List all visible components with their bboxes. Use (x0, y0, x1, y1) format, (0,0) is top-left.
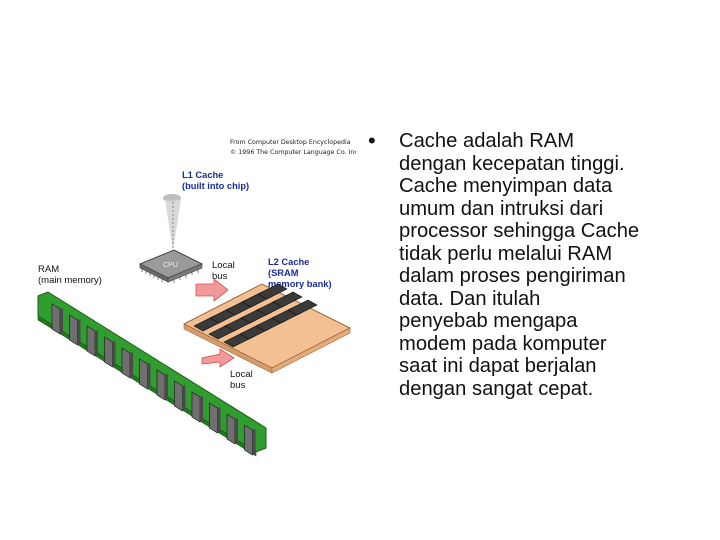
sram-chip-icon (272, 291, 303, 308)
local-bus-bottom-sublabel: bus (230, 380, 246, 391)
sram-chip-icon (287, 299, 318, 316)
ram-chip-icon (69, 314, 78, 346)
local-bus-arrow-bottom-icon (201, 348, 235, 368)
ram-chip-icon (244, 424, 253, 456)
ram-chip-icon (121, 347, 131, 379)
sram-chip-icon (257, 283, 288, 300)
credit-line-2: © 1996 The Computer Language Co. Inc. (230, 148, 356, 156)
l2-cache-label: L2 Cache (268, 257, 309, 267)
ram-chip-icon (104, 336, 113, 368)
ram-chip-side-icon (77, 319, 81, 345)
ram-chip-icon (191, 391, 201, 423)
ram-module (37, 291, 267, 457)
local-bus-arrow-top-icon (195, 278, 229, 302)
l2-sram-board (182, 283, 352, 374)
ram-label: RAM (38, 264, 59, 275)
ram-chip-side-icon (112, 341, 116, 367)
ram-chip-icon (139, 358, 148, 390)
ram-chip-side-icon (165, 374, 168, 400)
l1-beam-icon (163, 194, 181, 250)
l1-cache-label: L1 Cache (182, 170, 223, 180)
ram-chip-side-icon (130, 352, 133, 378)
l2-cache-sublabel-2: memory bank) (268, 279, 332, 289)
local-bus-bottom-label: Local (230, 369, 253, 380)
cpu-label: CPU (163, 262, 178, 269)
l2-cache-sublabel: (SRAM (268, 268, 299, 278)
l1-cache-sublabel: (built into chip) (182, 181, 249, 191)
ram-chip-side-icon (200, 396, 203, 422)
ram-chip-side-icon (147, 363, 151, 389)
ram-chip-icon (209, 402, 218, 434)
ram-chip-side-icon (235, 418, 238, 444)
ram-chip-icon (226, 413, 236, 445)
ram-chip-icon (174, 380, 183, 412)
ram-chip-side-icon (95, 330, 98, 356)
local-bus-top-label: Local (212, 260, 235, 271)
cache-diagram: From Computer Desktop Encyclopedia © 199… (34, 132, 356, 460)
cache-diagram-svg: From Computer Desktop Encyclopedia © 199… (34, 139, 356, 460)
bullet-point: • Cache adalah RAM dengan kecepatan ting… (368, 128, 708, 401)
ram-sublabel: (main memory) (38, 275, 102, 286)
cpu-chip-icon: CPU (138, 249, 204, 283)
bullet-text: Cache adalah RAM dengan kecepatan tinggi… (399, 130, 640, 401)
ram-chip-side-icon (252, 429, 256, 455)
ram-chip-icon (86, 325, 96, 357)
credit-line-1: From Computer Desktop Encyclopedia (230, 139, 351, 146)
ram-chip-icon (51, 303, 61, 335)
ram-chip-side-icon (217, 407, 221, 433)
ram-chip-icon (156, 369, 166, 401)
bullet-icon: • (368, 128, 376, 153)
local-bus-top-sublabel: bus (212, 271, 228, 282)
ram-chip-side-icon (182, 385, 186, 411)
ram-chip-side-icon (60, 308, 63, 334)
